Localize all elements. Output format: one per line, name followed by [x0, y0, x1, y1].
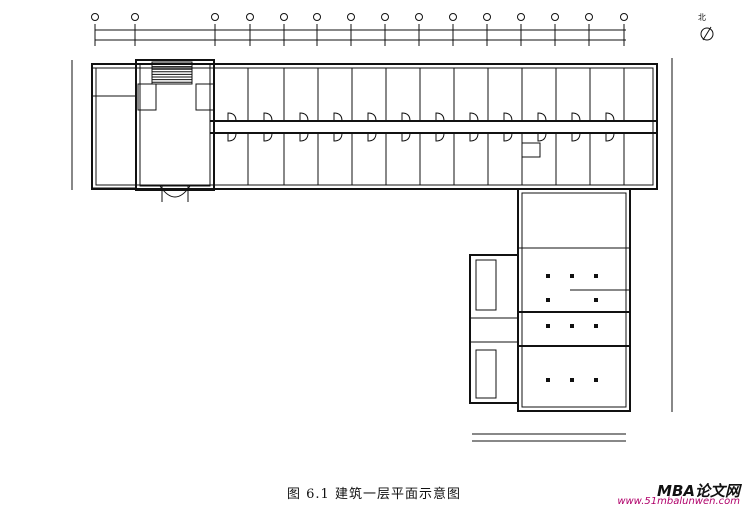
top-axis-ticks: [91, 13, 628, 46]
west-room: [91, 67, 137, 97]
entrance-doors: [159, 185, 191, 202]
north-label: 北: [698, 13, 706, 22]
room-partitions: [247, 68, 625, 185]
door-symbols: [227, 112, 615, 142]
figure-caption: 图 6.1 建筑一层平面示意图: [287, 487, 461, 502]
watermark-brand: MBA论文网: [657, 482, 740, 500]
south-annex: [469, 254, 519, 404]
column-grid: [546, 274, 598, 382]
secondary-stair: [521, 142, 541, 158]
watermark-url: www.51mbalunwen.com: [617, 496, 740, 507]
north-arrow-icon: [700, 26, 714, 41]
main-stair: [151, 61, 193, 85]
main-wing-outline: [91, 63, 658, 190]
floor-plan-drawing: 北: [71, 13, 714, 442]
south-wing-outline: [517, 188, 631, 412]
